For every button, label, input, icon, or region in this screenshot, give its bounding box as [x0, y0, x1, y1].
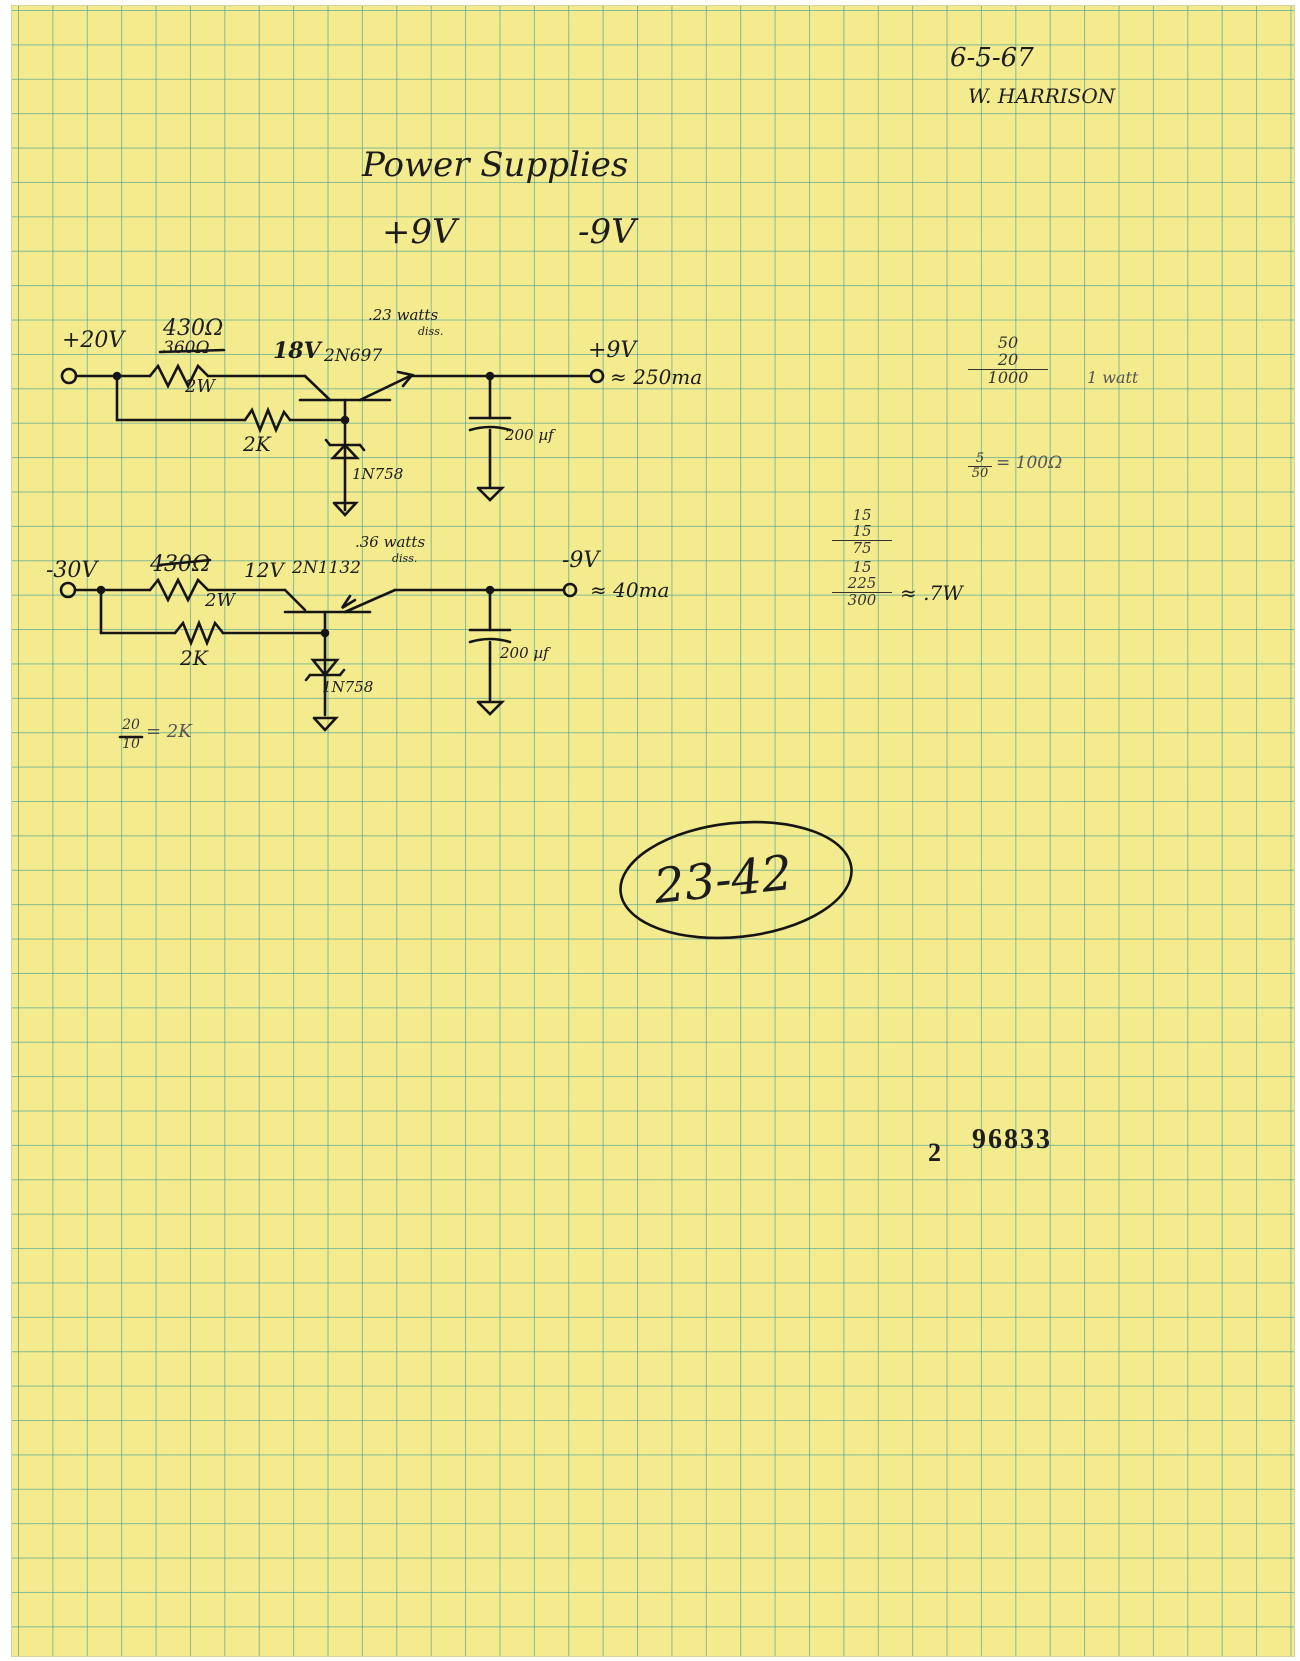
- pos-resistor-2k: [243, 406, 292, 434]
- date-text: 6-5-67: [950, 43, 1034, 73]
- neg-input-label: -30V: [46, 558, 98, 583]
- neg-resistor-430: [148, 577, 210, 603]
- stamp-number: 96833: [972, 1124, 1052, 1155]
- pos-diss-note-2: diss.: [418, 325, 444, 338]
- stamp-prefix: 2: [928, 1138, 941, 1167]
- pos-diode-label: 1N758: [352, 465, 404, 483]
- pos-resistor-struck-label: 360Ω: [163, 338, 210, 358]
- neg-input-terminal: [59, 581, 77, 599]
- pos-capacitor-label: 200 µf: [505, 426, 554, 444]
- circled-number-ellipse: [619, 820, 853, 940]
- calc-top-stack: 50 20 1000: [968, 333, 1048, 387]
- neg-cap-ground: [476, 700, 506, 716]
- calc-low-a: 15: [852, 506, 872, 524]
- pos-resistor-watt-label: 2W: [185, 376, 215, 397]
- calc-ratio-denominator: 10: [122, 735, 140, 752]
- pos-zener-diode: [330, 443, 360, 460]
- neg-resistor-bottom-label: 2K: [180, 646, 208, 670]
- calc-top-b: 20: [997, 349, 1019, 369]
- pos-resistor-430: [148, 363, 210, 389]
- pos-input-terminal: [60, 367, 78, 385]
- pos-transistor-label: 2N697: [324, 346, 383, 366]
- neg-capacitor-label: 200 µf: [500, 644, 549, 662]
- pos-output-label: +9V: [588, 338, 637, 363]
- calc-mid-num: 5: [975, 451, 985, 466]
- neg-output-terminal: [562, 582, 578, 598]
- page-title: Power Supplies: [362, 145, 629, 185]
- graph-paper-sheet: [12, 6, 1294, 1656]
- neg-diss-note-1: .36 watts: [355, 533, 426, 551]
- neg-transistor-label: 2N1132: [292, 558, 361, 578]
- neg-resistor-top-label: 430Ω: [150, 552, 211, 577]
- calc-mid-fraction: 5 50: [968, 452, 992, 480]
- calc-low-b: 15: [852, 521, 872, 540]
- pos-capacitor-plate-bottom: [468, 425, 512, 432]
- calc-low-c: 75: [832, 539, 892, 557]
- neg-emitter-arrow: [340, 594, 357, 610]
- title-negative-voltage: -9V: [578, 212, 636, 252]
- neg-resistor-2k: [173, 619, 225, 647]
- calc-ratio-result: = 2K: [146, 721, 192, 742]
- pos-resistor-top-label: 430Ω: [163, 316, 224, 341]
- calc-low-d: 15: [852, 558, 872, 577]
- pos-cap-ground: [476, 486, 506, 502]
- author-text: W. HARRISON: [968, 84, 1116, 108]
- pos-zener-node-label: 18V: [273, 338, 321, 364]
- calc-ratio-numerator: 20: [122, 717, 140, 733]
- neg-diss-note-2: diss.: [392, 552, 418, 565]
- calc-mid-den: 50: [968, 465, 992, 481]
- calc-top-a: 50: [997, 333, 1019, 352]
- calc-low-stack: 15 15 75 15 225 300: [832, 506, 892, 609]
- circled-number: 23-42: [651, 844, 795, 916]
- calc-low-sum: 300: [832, 591, 892, 609]
- neg-ground-symbol: [312, 716, 339, 732]
- neg-capacitor-plate-bottom: [468, 637, 512, 644]
- pos-ground-symbol: [332, 501, 359, 517]
- calc-low-result: ≈ .7W: [900, 581, 963, 605]
- calc-mid-result: = 100Ω: [996, 453, 1063, 473]
- title-positive-voltage: +9V: [382, 212, 457, 252]
- calc-ratio-fraction: 20 10: [116, 718, 146, 751]
- neg-zener-diode: [310, 658, 340, 678]
- calc-low-e: 225: [847, 574, 877, 592]
- pos-resistor-bottom-label: 2K: [243, 432, 271, 456]
- pos-diss-note-1: .23 watts: [368, 306, 439, 324]
- neg-zener-node-label: 12V: [244, 558, 284, 582]
- calc-top-result: 1 watt: [1087, 368, 1139, 387]
- pos-output-terminal: [589, 368, 605, 384]
- neg-current-label: ≈ 40ma: [590, 578, 670, 602]
- calc-top-sum: 1000: [968, 368, 1048, 387]
- neg-resistor-watt-label: 2W: [205, 590, 235, 611]
- neg-diode-label: 1N758: [322, 678, 374, 696]
- neg-output-label: -9V: [562, 548, 600, 573]
- pos-input-label: +20V: [62, 328, 125, 353]
- pos-current-label: ≈ 250ma: [610, 365, 703, 389]
